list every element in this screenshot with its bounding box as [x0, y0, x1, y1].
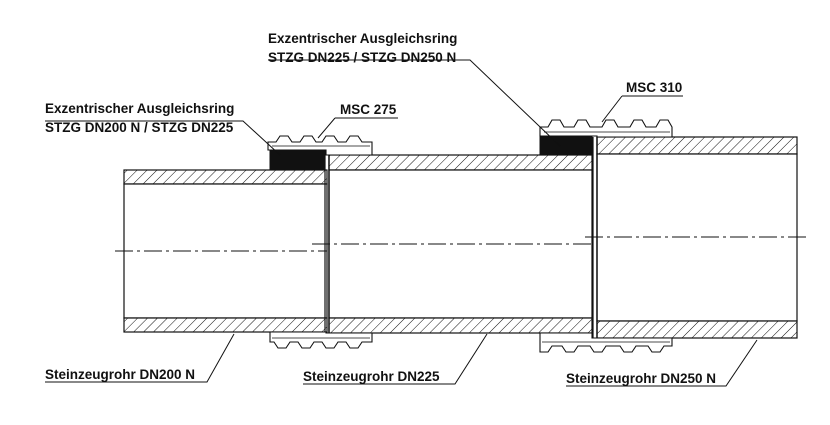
label-pipe-dn225: Steinzeugrohr DN225 [303, 369, 440, 384]
leader-pipe-dn250 [566, 339, 758, 387]
pipe-dn225-bottom-wall [328, 317, 593, 334]
eccentric-ring-large [539, 135, 593, 156]
leader-ring-large [268, 59, 561, 147]
label-msc310: MSC 310 [626, 80, 682, 95]
pipe-dn250 [592, 136, 798, 339]
pipe-dn200-top-wall [123, 169, 328, 185]
label-ring-large-line2: STZG DN225 / STZG DN250 N [268, 50, 456, 65]
label-msc275: MSC 275 [340, 102, 397, 117]
coupling-msc275-bottom [269, 331, 373, 349]
leader-pipe-dn225 [303, 333, 488, 385]
leader-msc275 [317, 117, 398, 139]
pipe-dn250-top-wall [596, 136, 798, 155]
label-pipe-dn200: Steinzeugrohr DN200 N [45, 367, 195, 382]
pipe-dn225-top-wall [328, 154, 593, 171]
label-pipe-dn250: Steinzeugrohr DN250 N [566, 371, 716, 386]
pipe-dn250-bottom-wall [596, 320, 798, 339]
label-ring-small-line1: Exzentrischer Ausgleichsring [45, 101, 234, 116]
label-ring-small-line2: STZG DN200 N / STZG DN225 [45, 120, 234, 135]
leader-msc310 [601, 95, 683, 123]
leader-ring-small [45, 120, 281, 156]
coupling-msc275-top [267, 135, 373, 156]
pipe-dn200-bottom-wall [123, 317, 328, 333]
label-ring-large-line1: Exzentrischer Ausgleichsring [268, 31, 457, 46]
coupling-msc310-bottom [539, 332, 673, 353]
pipe-dn250-bore [596, 153, 798, 322]
leader-pipe-dn200 [45, 333, 235, 383]
coupling-msc310-top [539, 119, 673, 138]
